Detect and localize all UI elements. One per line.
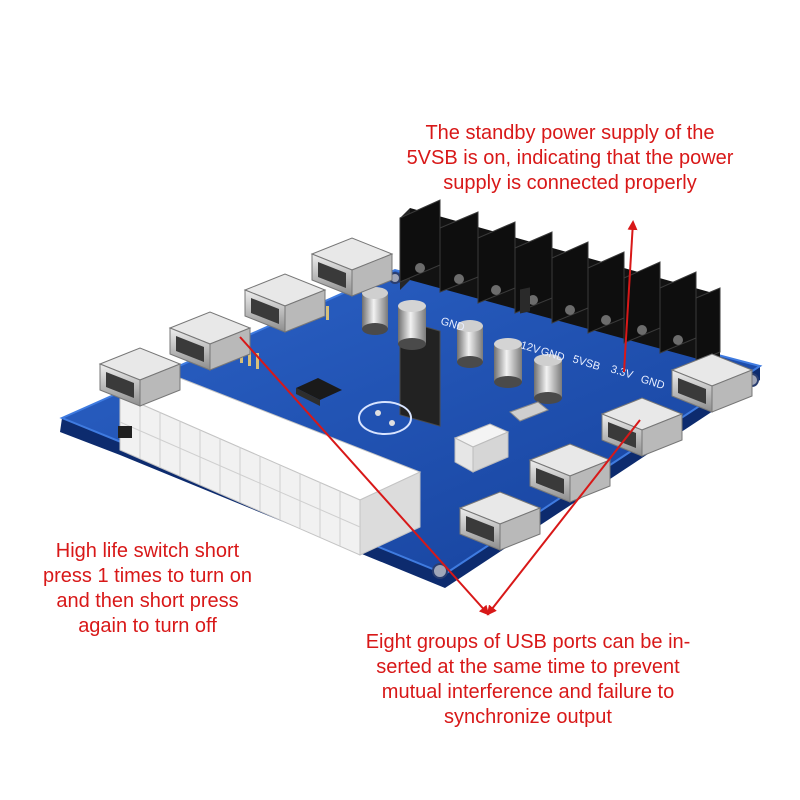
callout-line: serted at the same time to prevent [376,656,680,678]
standby-callout: The standby power supply of the 5VSB is … [380,121,760,196]
atx-24-pin-connector [118,377,422,556]
usb-arrow-right [486,419,641,616]
buzzer-footprint [358,401,412,435]
usb-port [600,397,684,457]
usb-port [243,273,327,333]
callout-line: The standby power supply of the [425,122,715,144]
silkscreen-label: 12V [519,339,542,356]
callout-arrows [239,220,641,616]
usb-port [98,347,182,407]
fan-header [453,423,510,473]
switch-callout: High life switch short press 1 times to … [10,539,285,639]
electrolytic-capacitors [362,287,562,404]
callout-line: supply is connected properly [443,172,697,194]
usb-port [168,311,252,371]
power-switch [509,287,549,422]
callout-line: and then short press [56,590,239,612]
callout-line: press 1 times to turn on [43,565,252,587]
usb-callout: Eight groups of USB ports can be in- ser… [318,630,738,730]
callout-line: synchronize output [444,706,612,728]
usb-ports [98,237,754,551]
screw-terminal-block [399,199,721,427]
usb-port [528,443,612,503]
callout-line: mutual interference and failure to [381,681,675,703]
callout-line: 5VSB is on, indicating that the power [406,147,734,169]
usb-port [458,491,542,551]
callout-line: Eight groups of USB ports can be in- [365,631,691,653]
usb-port [310,237,394,297]
standby-arrow [623,220,638,373]
callout-line: again to turn off [78,615,217,637]
callout-line: High life switch short [55,540,240,562]
usb-arrow-left [239,336,490,616]
ic-chip [296,378,342,406]
usb-port [670,353,754,413]
push-button [118,426,132,438]
